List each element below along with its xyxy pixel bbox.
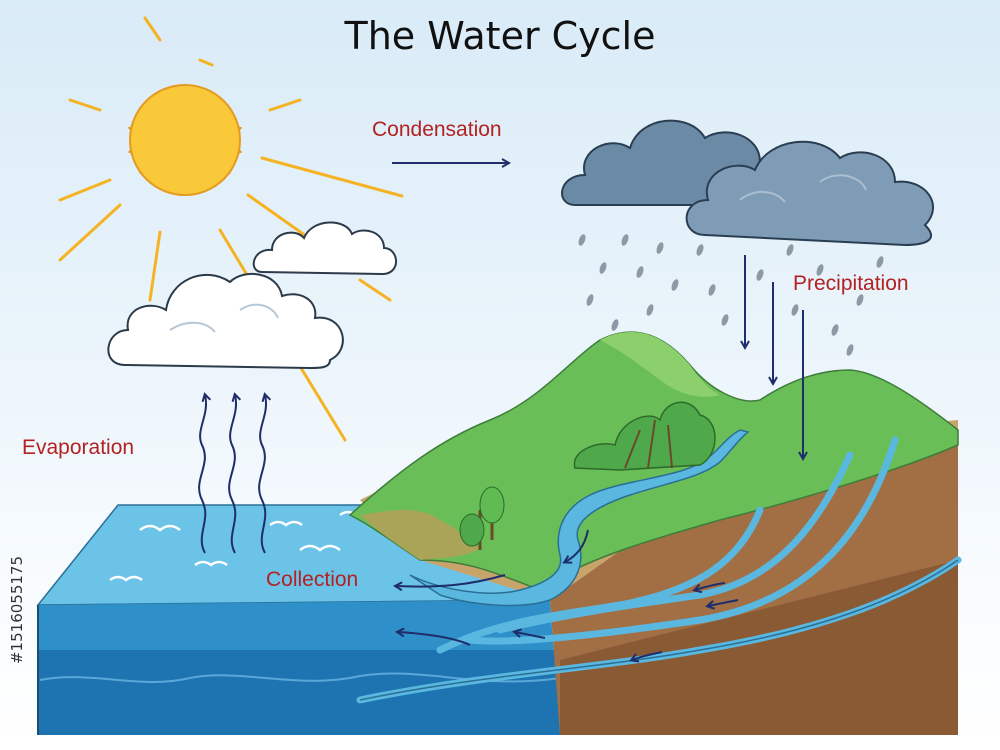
- tree-icon: [459, 401, 716, 550]
- underground-arrow-3: [708, 599, 739, 606]
- diagram-title: The Water Cycle: [344, 14, 656, 58]
- evaporation-arrow-2: [228, 395, 236, 554]
- evaporation-arrow-3: [258, 395, 266, 554]
- collection-label: Collection: [266, 568, 359, 591]
- side-id-label: #1516055175: [8, 555, 26, 665]
- precipitation-label: Precipitation: [793, 272, 909, 295]
- sun-icon: [58, 16, 404, 442]
- storm-cloud-icon: [561, 119, 935, 247]
- condensation-label: Condensation: [372, 118, 502, 141]
- underground-arrow-4: [695, 582, 726, 590]
- cloud-icon: [107, 221, 397, 370]
- collection-arrow: [396, 574, 506, 587]
- evaporation-arrow-1: [198, 395, 206, 554]
- underground-arrow-1: [398, 632, 471, 646]
- side-id-text: #1516055175: [6, 510, 28, 710]
- river-flow-arrow: [565, 529, 589, 562]
- process-arrows: [198, 163, 803, 660]
- underground-arrow-5: [632, 651, 663, 660]
- river: [409, 429, 750, 607]
- underground-arrow-2: [515, 632, 546, 639]
- raindrop-icon: [578, 234, 884, 356]
- evaporation-label: Evaporation: [22, 436, 135, 459]
